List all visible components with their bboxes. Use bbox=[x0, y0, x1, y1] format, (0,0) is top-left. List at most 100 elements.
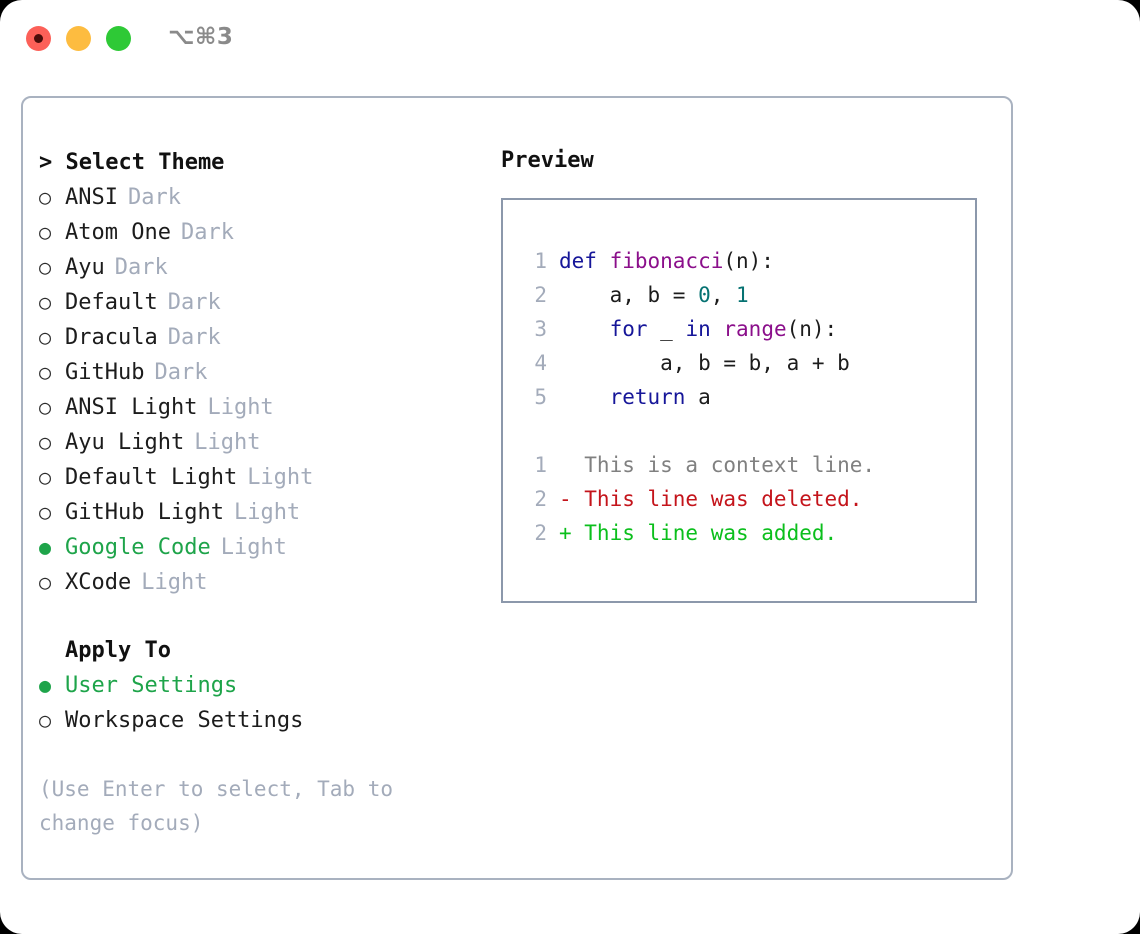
maximize-button[interactable] bbox=[106, 26, 131, 51]
code-token-var: a bbox=[698, 385, 711, 409]
radio-unselected-icon: ○ bbox=[39, 500, 52, 524]
radio-unselected-icon: ○ bbox=[39, 185, 52, 209]
theme-option-tag: Dark bbox=[167, 290, 221, 315]
apply-to-option-label: User Settings bbox=[65, 673, 238, 698]
apply-to-option-list[interactable]: ●User Settings ○ Workspace Settings bbox=[39, 668, 479, 738]
theme-option-xcode[interactable]: ○ XCode Light bbox=[39, 565, 479, 600]
select-theme-heading: > Select Theme bbox=[39, 150, 225, 175]
diff-line-text: - This line was deleted. bbox=[559, 487, 863, 511]
line-number: 5 bbox=[534, 385, 547, 409]
line-number: 4 bbox=[534, 351, 547, 375]
line-number: 3 bbox=[534, 317, 547, 341]
theme-option-label: ANSI bbox=[65, 185, 118, 210]
keyboard-shortcut-label: ⌥⌘3 bbox=[168, 24, 234, 50]
list-spacer bbox=[39, 600, 479, 634]
code-line: 3 for _ in range(n): bbox=[503, 312, 975, 346]
theme-option-github-light[interactable]: ○ GitHub Light Light bbox=[39, 495, 479, 530]
radio-selected-icon: ● bbox=[39, 535, 52, 559]
code-token-var: a, b = b, a + b bbox=[559, 351, 850, 375]
radio-unselected-icon: ○ bbox=[39, 325, 52, 349]
theme-option-google-code[interactable]: ● Google Code Light bbox=[39, 530, 479, 565]
line-number: 2 bbox=[534, 283, 547, 307]
diff-line-text: This is a context line. bbox=[559, 453, 876, 477]
apply-to-option-label: Workspace Settings bbox=[65, 708, 304, 733]
diff-line-add: 2 + This line was added. bbox=[503, 516, 975, 550]
diff-line-text: + This line was added. bbox=[559, 521, 838, 545]
apply-to-heading: Apply To bbox=[65, 638, 171, 663]
code-token-fn: range bbox=[723, 317, 787, 341]
radio-unselected-icon: ○ bbox=[39, 708, 52, 732]
apply-to-option-workspace-settings[interactable]: ○ Workspace Settings bbox=[39, 703, 479, 738]
theme-option-label: Dracula bbox=[65, 325, 158, 350]
theme-option-dracula[interactable]: ○ Dracula Dark bbox=[39, 320, 479, 355]
code-line-text: def fibonacci(n): bbox=[559, 244, 774, 278]
code-token-kw: in bbox=[685, 317, 724, 341]
code-diff-spacer bbox=[503, 414, 975, 448]
code-token-kw: for bbox=[559, 317, 661, 341]
radio-unselected-icon: ○ bbox=[39, 395, 52, 419]
code-token-var: _ bbox=[660, 317, 686, 341]
radio-unselected-icon: ○ bbox=[39, 220, 52, 244]
radio-unselected-icon: ○ bbox=[39, 290, 52, 314]
code-token-punc: , bbox=[710, 283, 737, 307]
close-button[interactable] bbox=[26, 26, 51, 51]
theme-option-tag: Dark bbox=[114, 255, 168, 280]
code-token-punc: (n): bbox=[723, 249, 774, 273]
theme-option-label: Atom One bbox=[65, 220, 171, 245]
radio-unselected-icon: ○ bbox=[39, 570, 52, 594]
code-token-punc: (n): bbox=[786, 317, 838, 341]
code-token-num: 0 bbox=[698, 283, 711, 307]
theme-option-ansi[interactable]: ○ ANSI Dark bbox=[39, 180, 479, 215]
theme-option-ayu[interactable]: ○ Ayu Dark bbox=[39, 250, 479, 285]
keyboard-hint-text: (Use Enter to select, Tab to change focu… bbox=[39, 777, 394, 835]
theme-option-label: GitHub bbox=[65, 360, 145, 385]
code-token-num: 1 bbox=[736, 283, 749, 307]
code-line-text: return a bbox=[559, 380, 711, 414]
theme-option-tag: Dark bbox=[167, 325, 221, 350]
code-token-var: a, b = bbox=[559, 283, 699, 307]
code-line: 2 a, b = 0, 1 bbox=[503, 278, 975, 312]
radio-unselected-icon: ○ bbox=[39, 430, 52, 454]
theme-option-label: XCode bbox=[65, 570, 132, 595]
code-line-text: for _ in range(n): bbox=[559, 312, 838, 346]
code-token-fn: fibonacci bbox=[609, 249, 724, 273]
code-line: 1 def fibonacci(n): bbox=[503, 244, 975, 278]
theme-option-tag: Light bbox=[141, 570, 208, 595]
line-number: 2 bbox=[534, 487, 547, 511]
code-token-kw: return bbox=[559, 385, 699, 409]
theme-option-tag: Light bbox=[247, 465, 314, 490]
theme-option-tag: Light bbox=[220, 535, 287, 560]
line-number: 1 bbox=[534, 249, 547, 273]
theme-option-tag: Light bbox=[233, 500, 301, 525]
code-line: 4 a, b = b, a + b bbox=[503, 346, 975, 380]
minimize-button[interactable] bbox=[66, 26, 91, 51]
diff-sample: 1 This is a context line. 2 - This line wa… bbox=[503, 448, 975, 550]
diff-line-del: 2 - This line was deleted. bbox=[503, 482, 975, 516]
apply-to-option-user-settings[interactable]: ●User Settings bbox=[39, 668, 479, 703]
radio-unselected-icon: ○ bbox=[39, 255, 52, 279]
preview-heading: Preview bbox=[501, 148, 594, 173]
diff-line-ctx: 1 This is a context line. bbox=[503, 448, 975, 482]
line-number: 1 bbox=[534, 453, 547, 477]
line-number: 2 bbox=[534, 521, 547, 545]
theme-option-label: Ayu bbox=[65, 255, 105, 280]
theme-option-label: Ayu Light bbox=[65, 430, 185, 455]
code-line-text: a, b = 0, 1 bbox=[559, 278, 749, 312]
theme-option-label: ANSI Light bbox=[65, 395, 198, 420]
theme-option-tag: Dark bbox=[127, 185, 181, 210]
code-line-text: a, b = b, a + b bbox=[559, 346, 850, 380]
theme-option-label: GitHub Light bbox=[65, 500, 224, 525]
theme-option-label: Google Code bbox=[65, 535, 211, 560]
